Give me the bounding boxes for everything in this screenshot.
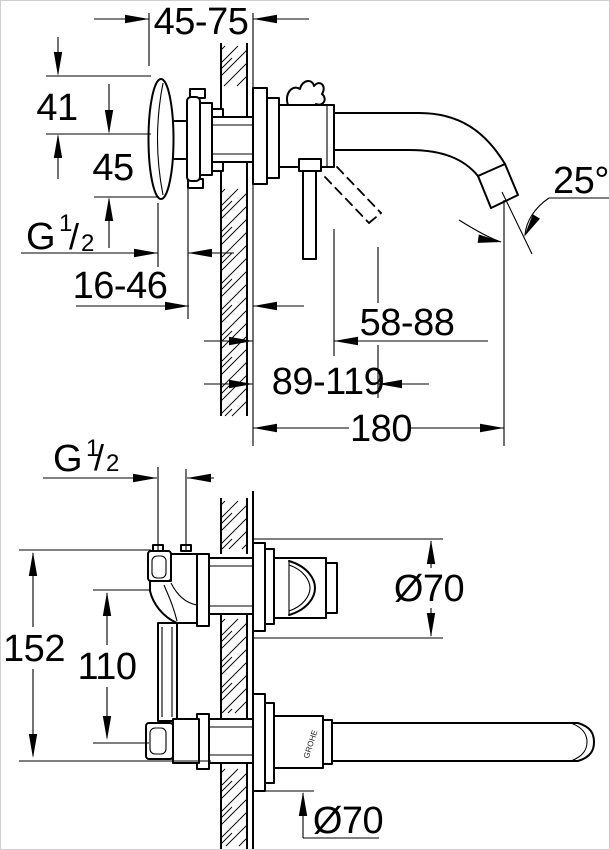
dim-flange-top: Ø70 <box>394 568 464 610</box>
dim-above-axis: 41 <box>36 87 77 129</box>
escutcheon-top-step <box>264 548 275 625</box>
escutcheon-bottom <box>252 693 266 792</box>
dim-body-height: 152 <box>3 628 65 670</box>
wall-hatching <box>220 45 248 417</box>
valve-sleeve <box>199 102 213 176</box>
spout-base-step <box>322 719 333 765</box>
wall-section-lines <box>220 491 254 849</box>
dim-wall-offset: 45-75 <box>154 1 249 43</box>
hex-face-bottom <box>149 727 167 755</box>
wall-tube <box>211 116 254 163</box>
lever-connector <box>298 158 322 172</box>
wall-hatching <box>220 500 248 847</box>
lever-stick <box>302 170 317 260</box>
escutcheon-bottom-step <box>264 702 275 784</box>
spout-inner <box>333 149 479 177</box>
wall-section-lines <box>220 43 248 416</box>
escutcheon-step <box>266 97 280 179</box>
handle-neck <box>172 120 188 160</box>
handle-flange <box>186 96 201 182</box>
body-bottom-block <box>172 718 200 764</box>
dim-depth-range: 16-46 <box>73 265 168 307</box>
handle-knob <box>147 78 175 200</box>
rough-in-view: GROHE G 1 / 2 152 110 Ø70 Ø70 <box>3 435 595 849</box>
dim-below-axis: 45 <box>92 147 133 189</box>
dim-spout-angle: 25° <box>553 160 609 202</box>
angle-leader <box>524 197 550 236</box>
front-view: 45-75 41 45 G 1 / 2 16-46 58-88 89-119 1… <box>26 1 609 450</box>
top-port-tube <box>208 557 254 615</box>
dim-lever-reach: 89-119 <box>272 361 385 403</box>
hex-face-top <box>151 555 167 579</box>
spout-outer <box>333 112 506 165</box>
dim-spout-reach: 180 <box>350 408 412 450</box>
dim-lever-clearance: 58-88 <box>360 302 455 344</box>
cartridge-housing <box>273 557 327 619</box>
mixer-body <box>278 104 335 168</box>
dim-port-spacing: 110 <box>77 646 136 688</box>
escutcheon-top <box>252 542 266 632</box>
body-flange-top <box>196 553 210 627</box>
body-bridge <box>157 622 178 722</box>
bottom-port-tube <box>208 718 254 764</box>
lever-swung-position <box>324 166 382 224</box>
thread-label: G 1 / 2 <box>26 210 94 258</box>
cartridge-stem <box>325 562 338 614</box>
thread-label: G 1 / 2 <box>53 435 119 480</box>
cartridge-dome <box>286 80 326 106</box>
spout-axis-line <box>501 191 533 255</box>
spout-aerator <box>477 163 519 209</box>
dimension-lines <box>19 13 609 839</box>
wall-escutcheon <box>252 87 268 185</box>
dim-flange-bottom: Ø70 <box>313 800 383 842</box>
spout-pipe-end <box>577 722 595 762</box>
